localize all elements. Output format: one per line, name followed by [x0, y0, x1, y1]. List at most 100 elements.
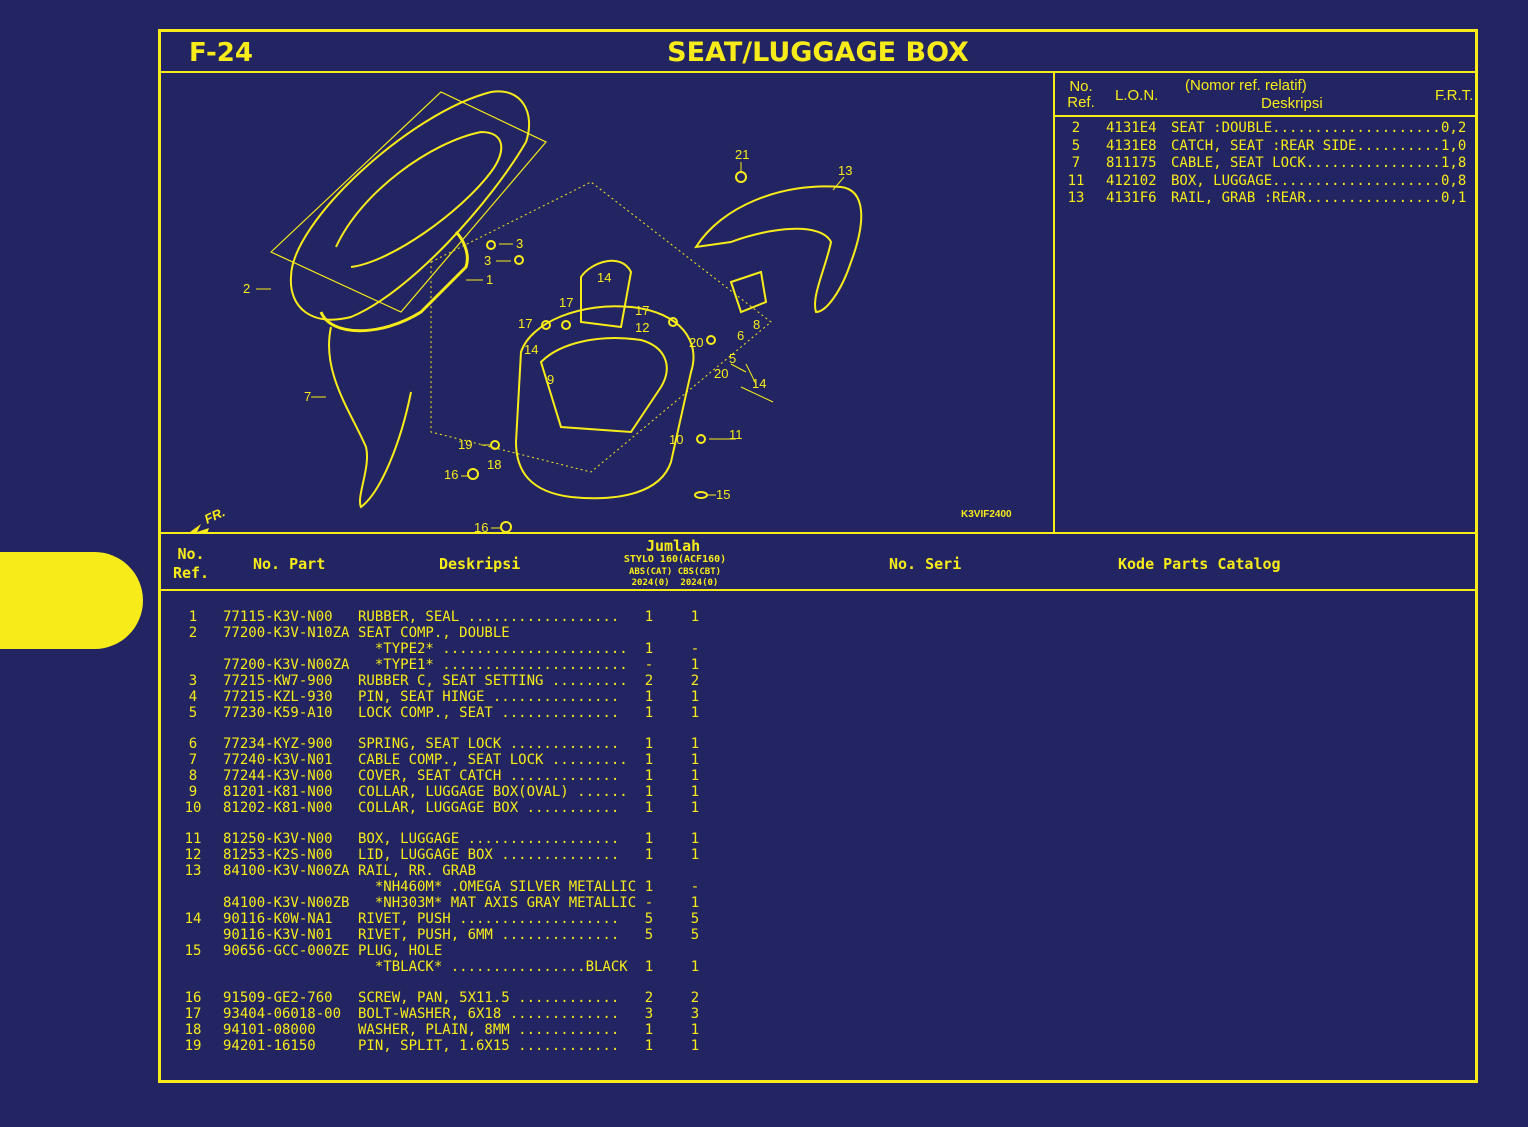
svg-text:1: 1: [486, 272, 493, 287]
parts-cell-part: 77215-KW7-900: [223, 673, 333, 689]
parts-cell-q1: 1: [644, 800, 654, 816]
parts-cell-desc: BOLT-WASHER, 6X18 .............: [358, 1006, 620, 1022]
parts-cell-q2: 1: [690, 847, 700, 863]
parts-cell-desc: COVER, SEAT CATCH .............: [358, 768, 620, 784]
parts-cell-q1: 1: [644, 847, 654, 863]
table-row: 4 77215-KZL-930 PIN, SEAT HINGE ..........…: [161, 689, 861, 705]
parts-cell-part: 93404-06018-00: [223, 1006, 342, 1022]
svg-text:19: 19: [458, 437, 472, 452]
part-17a: [541, 320, 551, 330]
parts-cell-q1: 1: [644, 959, 654, 975]
parts-cell-desc: RUBBER, SEAL ..................: [358, 609, 620, 625]
frt-head-divider: [1053, 115, 1475, 117]
parts-cell-ref: 13: [184, 863, 202, 879]
frt-head-deskripsi: Deskripsi: [1261, 95, 1323, 112]
frt-cell-lon: 412102: [1106, 172, 1157, 189]
part-17c: [668, 317, 678, 327]
svg-text:18: 18: [487, 457, 501, 472]
parts-cell-ref: 11: [184, 831, 202, 847]
parts-cell-part: 77240-K3V-N01: [223, 752, 333, 768]
parts-cell-q1: 1: [644, 879, 654, 895]
parts-cell-ref: 16: [184, 990, 202, 1006]
parts-cell-desc: RAIL, RR. GRAB: [358, 863, 477, 879]
parts-head-no-part: No. Part: [253, 555, 326, 573]
parts-cell-desc: RIVET, PUSH, 6MM ..............: [358, 927, 620, 943]
part-3b: [514, 255, 524, 265]
parts-cell-q2: 1: [690, 895, 700, 911]
svg-text:21: 21: [735, 147, 749, 162]
svg-text:5: 5: [729, 351, 736, 366]
parts-cell-q2: 5: [690, 911, 700, 927]
frt-head-nomor: (Nomor ref. relatif): [1185, 77, 1307, 94]
parts-cell-desc: PIN, SEAT HINGE ...............: [358, 689, 620, 705]
parts-cell-ref: 4: [188, 689, 198, 705]
parts-cell-q2: 1: [690, 689, 700, 705]
part-16b: [500, 521, 512, 532]
svg-text:12: 12: [635, 320, 649, 335]
parts-head-kode: Kode Parts Catalog: [1118, 555, 1281, 573]
parts-cell-q1: 3: [644, 1006, 654, 1022]
frt-divider: [1053, 72, 1055, 532]
parts-cell-q2: -: [690, 641, 700, 657]
svg-text:6: 6: [737, 328, 744, 343]
seat-lock: [729, 270, 768, 314]
svg-text:13: 13: [838, 163, 852, 178]
parts-cell-q2: 3: [690, 1006, 700, 1022]
frt-cell-lon: 811175: [1106, 155, 1157, 171]
table-row: 90116-K3V-N01 RIVET, PUSH, 6MM ..........…: [161, 927, 861, 943]
svg-text:20: 20: [714, 366, 728, 381]
parts-cell-q1: 1: [644, 1038, 654, 1054]
parts-cell-ref: 19: [184, 1038, 202, 1054]
page-title: SEAT/LUGGAGE BOX: [667, 37, 969, 68]
frt-head-lon: L.O.N.: [1115, 87, 1159, 104]
parts-cell-q1: 1: [644, 705, 654, 721]
parts-cell-ref: 15: [184, 943, 202, 959]
parts-cell-part: 90116-K3V-N01: [223, 927, 333, 943]
parts-cell-q2: 1: [690, 705, 700, 721]
frt-cell-frt: 0,1: [1441, 190, 1467, 206]
parts-cell-part: 77215-KZL-930: [223, 689, 333, 705]
svg-text:3: 3: [484, 253, 491, 268]
parts-cell-part: 77115-K3V-N00: [223, 609, 333, 625]
parts-cell-part: 81253-K2S-N00: [223, 847, 333, 863]
parts-cell-part: 91509-GE2-760: [223, 990, 333, 1006]
callout-labels: 21 13 3 3 1 2 14 17 17 12 17 8 6 14 20 5…: [243, 147, 852, 532]
exploded-diagram: FR. 21 13 3 3 1 2 14 17 17 12 17 8 6 14 …: [190, 90, 863, 532]
parts-cell-ref: 5: [188, 705, 198, 721]
parts-cell-q1: 1: [644, 1022, 654, 1038]
page-code: F-24: [189, 38, 253, 68]
parts-cell-q2: 1: [690, 768, 700, 784]
parts-cell-desc: *TYPE2* ......................: [358, 641, 628, 657]
parts-cell-ref: 14: [184, 911, 202, 927]
frt-cell-frt: 1,8: [1441, 155, 1467, 171]
parts-cell-desc: *NH303M* MAT AXIS GRAY METALLIC: [358, 895, 637, 911]
parts-cell-part: 77200-K3V-N00ZA: [223, 657, 350, 673]
parts-cell-part: 84100-K3V-N00ZB: [223, 895, 350, 911]
front-label: FR.: [202, 504, 227, 526]
parts-cell-q1: 1: [644, 609, 654, 625]
frt-head-no-ref: No. Ref.: [1067, 78, 1095, 111]
parts-cell-q1: 1: [644, 768, 654, 784]
parts-cell-q1: -: [644, 657, 654, 673]
parts-cell-q1: 1: [644, 641, 654, 657]
parts-cell-ref: 17: [184, 1006, 202, 1022]
parts-cell-q2: 5: [690, 927, 700, 943]
part-16a: [467, 468, 479, 480]
parts-cell-q1: 2: [644, 673, 654, 689]
parts-cell-q2: 1: [690, 657, 700, 673]
svg-text:8: 8: [753, 317, 760, 332]
box-outline-dotted: [430, 181, 772, 473]
parts-cell-ref: 18: [184, 1022, 202, 1038]
svg-text:7: 7: [304, 389, 311, 404]
part-17b: [561, 320, 571, 330]
svg-text:14: 14: [752, 376, 766, 391]
parts-cell-part: 77230-K59-A10: [223, 705, 333, 721]
